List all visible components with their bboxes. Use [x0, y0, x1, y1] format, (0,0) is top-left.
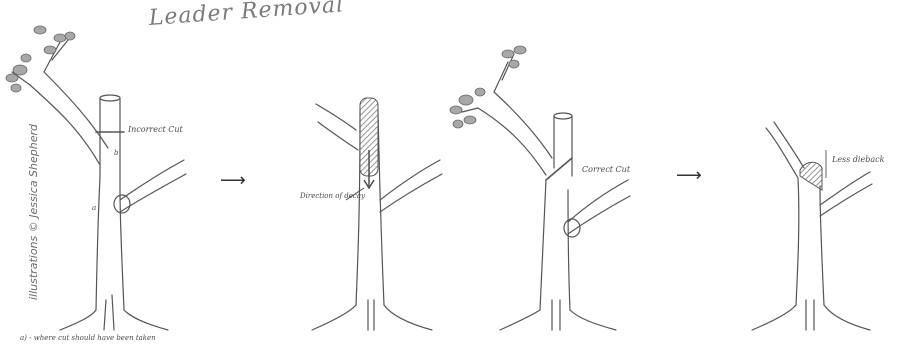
panel-1-incorrect-cut — [12, 40, 186, 330]
panel-4-less-dieback — [752, 122, 872, 330]
panel-4-roots — [752, 300, 870, 330]
panel-3-stub — [554, 116, 572, 176]
panel-3-branch — [478, 92, 552, 175]
panel-3-side-branch — [568, 180, 630, 234]
panel-2-side-branch — [380, 160, 442, 212]
panel-3-trunk — [540, 180, 570, 310]
panel-2-roots — [312, 300, 432, 330]
panel-1-roots — [60, 295, 168, 330]
panel-1-stub-top — [100, 95, 120, 101]
panel-4-branch-stub — [766, 122, 804, 178]
panel-3-cut-line — [546, 158, 572, 180]
panel-3-correct-cut — [462, 54, 630, 330]
panel-3-roots — [500, 300, 616, 330]
panel-4-dieback-region — [800, 162, 822, 190]
panel-2-branch-stub — [316, 104, 358, 150]
label-less-dieback: Less dieback — [831, 155, 885, 164]
label-direction-of-decay: Direction of decay — [299, 192, 366, 200]
footnote: a) - where cut should have been taken — [20, 334, 156, 342]
panel-1-leaves — [6, 26, 75, 92]
panel-4-side-branch — [820, 172, 872, 216]
label-correct-cut: Correct Cut — [582, 165, 631, 174]
panel-1-trunk — [96, 178, 124, 310]
marker-b: b — [114, 149, 119, 157]
panel-1-stub — [100, 98, 120, 190]
panel-1-branch — [30, 72, 108, 165]
marker-a: a — [92, 204, 96, 212]
panel-3-leaves — [450, 46, 526, 128]
label-incorrect-cut: Incorrect Cut — [127, 125, 184, 134]
panel-4-trunk — [796, 178, 824, 305]
